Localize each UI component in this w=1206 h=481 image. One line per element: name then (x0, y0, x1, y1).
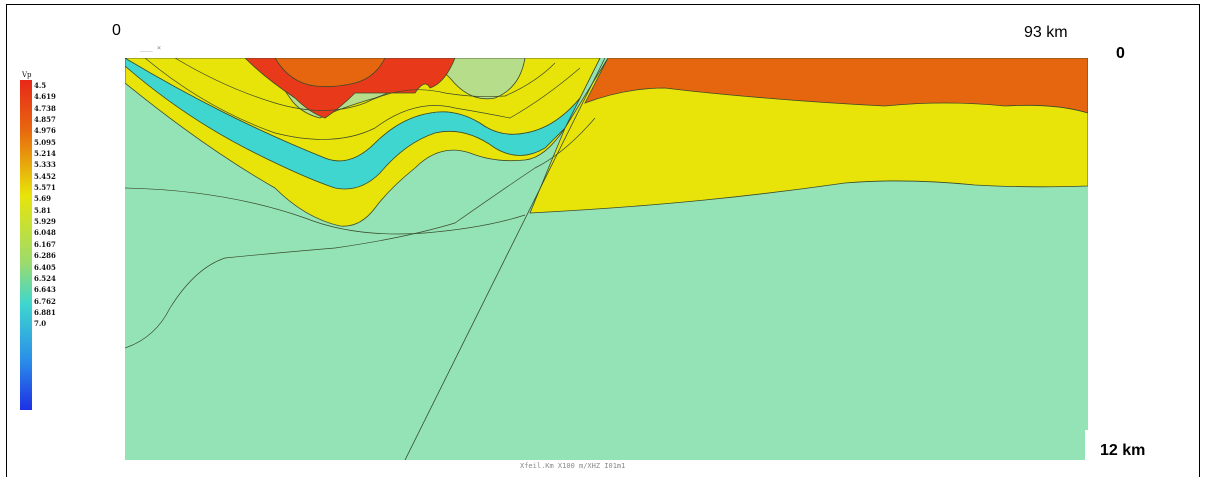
velocity-tick-label: 6.524 (34, 273, 56, 283)
velocity-tick-label: 6.405 (34, 262, 56, 272)
depth-bottom-label-overlay: 12 km (1100, 442, 1146, 459)
velocity-tick-label: 7.0 (34, 319, 47, 329)
x-start-label: 0 (112, 22, 121, 39)
label-backdrop (1085, 430, 1115, 460)
fault-line (404, 58, 606, 460)
velocity-tick-label: 5.214 (34, 149, 56, 159)
velocity-tick-label: 4.976 (34, 126, 56, 136)
velocity-tick-label: 4.738 (34, 103, 56, 113)
basin-orange-cap (274, 58, 386, 87)
velocity-tick-label: 6.762 (34, 296, 56, 306)
figure-frame (6, 4, 1200, 477)
velocity-tick-label: 6.286 (34, 251, 56, 261)
velocity-tick-label: 5.69 (34, 194, 52, 204)
velocity-tick-label: 6.643 (34, 285, 56, 295)
velocity-tick-label: 6.167 (34, 239, 56, 249)
x-end-label: 93 km (1024, 24, 1068, 41)
velocity-scale-title: Vp (22, 71, 32, 79)
velocity-colorbar (20, 80, 32, 410)
velocity-cross-section (125, 58, 1088, 460)
depth-top-label: 0 (1116, 45, 1125, 62)
right-orange-layer (584, 58, 1088, 114)
basin-contour-lines (125, 58, 596, 349)
velocity-tick-label: 6.881 (34, 307, 56, 317)
velocity-tick-label: 5.095 (34, 137, 56, 147)
figure-caption: Xfeil.Km X100 m/XHZ I01m1 (520, 462, 626, 470)
velocity-tick-label: 4.5 (34, 81, 47, 90)
velocity-tick-label: 5.452 (34, 171, 56, 181)
velocity-tick-label: 5.571 (34, 183, 56, 193)
velocity-tick-label: 4.857 (34, 115, 56, 125)
velocity-tick-label: 5.333 (34, 160, 56, 170)
velocity-tick-label: 5.929 (34, 217, 56, 227)
corner-note: ___ × (140, 44, 162, 52)
velocity-tick-label: 5.81 (34, 205, 52, 215)
velocity-tick-label: 4.619 (34, 92, 56, 102)
velocity-tick-label: 6.048 (34, 228, 56, 238)
